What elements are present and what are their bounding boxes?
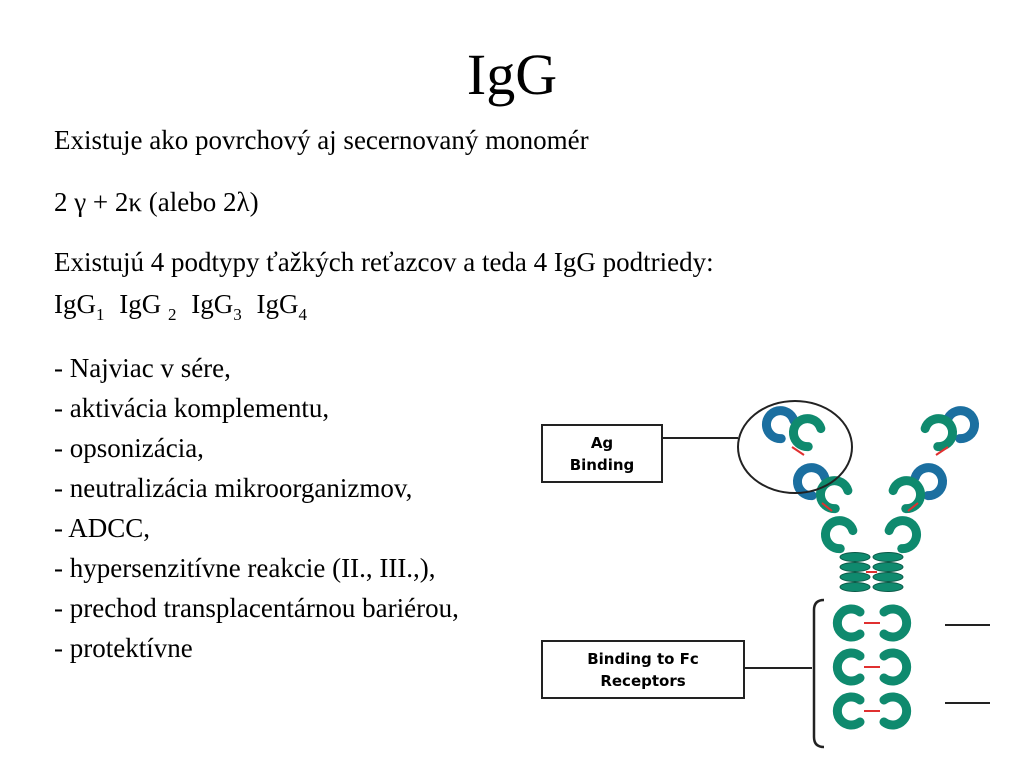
subclass-igg4: IgG4	[256, 289, 308, 324]
domain-loop	[879, 648, 912, 686]
subclass-igg2: IgG 2	[119, 289, 177, 324]
list-item: - Najviac v sére,	[54, 353, 231, 383]
fc-domain-right	[879, 648, 912, 686]
ag-binding-box	[541, 424, 663, 483]
light-chain-constant-domain-left	[793, 463, 830, 501]
list-item: - hypersenzitívne reakcie (II., III.,),	[54, 553, 436, 583]
list-item: - prechod transplacentárnou bariérou,	[54, 593, 459, 623]
igg-antibody-diagram: Ag Binding Binding to Fc Receptors	[541, 400, 990, 749]
hinge-left	[839, 582, 871, 592]
list-item: - opsonizácia,	[54, 433, 204, 463]
domain-loop	[762, 406, 799, 444]
list-item: - aktivácia komplementu,	[54, 393, 330, 423]
domain-loop	[832, 604, 865, 642]
fc-binding-box	[541, 640, 745, 699]
heavy-chain-ch1-left	[821, 516, 858, 554]
fc-domain-right	[879, 604, 912, 642]
fc-domain-left	[832, 648, 865, 686]
fc-domain-right	[879, 692, 912, 730]
subclass-igg1: IgG1	[54, 289, 105, 324]
fc-binding-label-line1: Binding to Fc	[587, 650, 699, 668]
text-line-surface-secreted: Existuje ako povrchový aj secernovaný mo…	[54, 125, 589, 155]
subclass-list: IgG1 IgG 2 IgG3 IgG4	[54, 288, 307, 324]
subclass-igg3: IgG3	[191, 289, 242, 324]
ag-binding-label-line2: Binding	[570, 456, 635, 474]
light-chain-variable-domain-right	[942, 406, 979, 444]
domain-loop	[789, 414, 826, 452]
light-chain-constant-domain-right	[910, 463, 947, 501]
domain-loop	[910, 463, 947, 501]
heavy-chain-ch1-right	[884, 516, 921, 554]
light-chain-variable-domain-left	[762, 406, 799, 444]
hinge-right	[872, 552, 904, 562]
hinge-left	[839, 552, 871, 562]
domain-loop	[879, 604, 912, 642]
domain-loop	[821, 516, 858, 554]
list-item: - neutralizácia mikroorganizmov,	[54, 473, 413, 503]
fc-region-bracket	[812, 598, 825, 749]
fc-domain-left	[832, 692, 865, 730]
disulfide-bond	[907, 502, 919, 512]
domain-loop	[832, 692, 865, 730]
fc-domain-left	[832, 604, 865, 642]
heavy-chain-variable-domain-left	[789, 414, 826, 452]
list-item: - ADCC,	[54, 513, 151, 543]
heavy-chain-variable-domain-right	[920, 414, 957, 452]
domain-loop	[879, 692, 912, 730]
ag-binding-region-ellipse	[737, 400, 853, 494]
domain-loop	[888, 476, 925, 514]
domain-loop	[832, 648, 865, 686]
slide-title: IgG	[466, 42, 558, 107]
domain-loop	[793, 463, 830, 501]
fc-binding-label-line2: Receptors	[600, 672, 685, 690]
antibody-domains	[762, 406, 979, 730]
domain-loop	[884, 516, 921, 554]
domain-loop	[942, 406, 979, 444]
hinge-left	[839, 562, 871, 572]
hinge-right	[872, 572, 904, 582]
hinge-left	[839, 572, 871, 582]
heavy-chain-constant-domain-right	[888, 476, 925, 514]
disulfide-bond	[791, 446, 805, 456]
function-list: - Najviac v sére, - aktivácia komplement…	[54, 348, 459, 668]
domain-loop	[920, 414, 957, 452]
text-line-chain-composition: 2 γ + 2κ (alebo 2λ)	[54, 187, 259, 217]
list-item: - protektívne	[54, 633, 193, 663]
text-line-subclasses-intro: Existujú 4 podtypy ťažkých reťazcov a te…	[54, 247, 714, 277]
domain-loop	[816, 476, 853, 514]
hinge-right	[872, 582, 904, 592]
disulfide-bond	[821, 502, 833, 512]
disulfide-bond	[935, 446, 949, 456]
ag-binding-label-line1: Ag	[591, 434, 613, 452]
heavy-chain-constant-domain-left	[816, 476, 853, 514]
hinge-right	[872, 562, 904, 572]
